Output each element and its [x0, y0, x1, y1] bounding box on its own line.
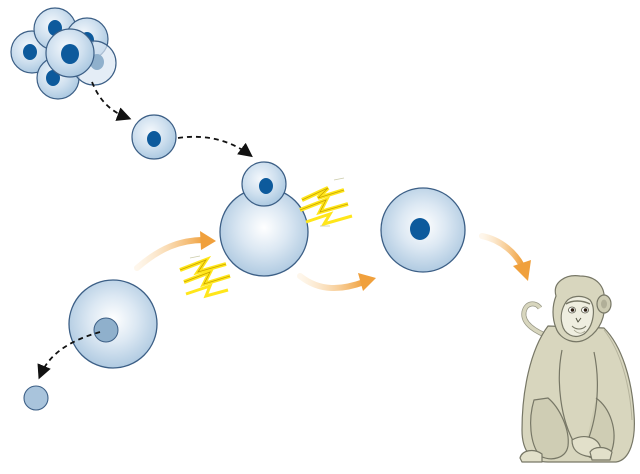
orange-arrowhead-1 — [200, 231, 216, 250]
egg-cell-icon — [68, 279, 158, 369]
orange-arrowhead-2 — [358, 273, 376, 291]
fused-cell-icon — [219, 161, 309, 277]
removed-nucleus-icon — [23, 385, 49, 411]
monkey-icon — [519, 275, 635, 463]
orange-arrow-to-offspring — [479, 233, 525, 269]
reconstructed-egg-icon — [380, 187, 466, 273]
dashed-arrow-nucleus-removal — [37, 331, 101, 380]
dashed-arrow-to-donor — [91, 81, 132, 121]
dashed-arrow-to-fusion — [177, 135, 253, 158]
orange-arrowhead-3 — [513, 260, 531, 281]
cell-cluster-icon — [10, 7, 117, 100]
orange-arrow-to-fusion — [134, 237, 207, 271]
donor-cell-icon — [131, 114, 177, 160]
lightning-icon-left — [179, 255, 231, 299]
lightning-icon — [299, 177, 353, 227]
orange-arrow-to-embryo — [297, 273, 367, 292]
